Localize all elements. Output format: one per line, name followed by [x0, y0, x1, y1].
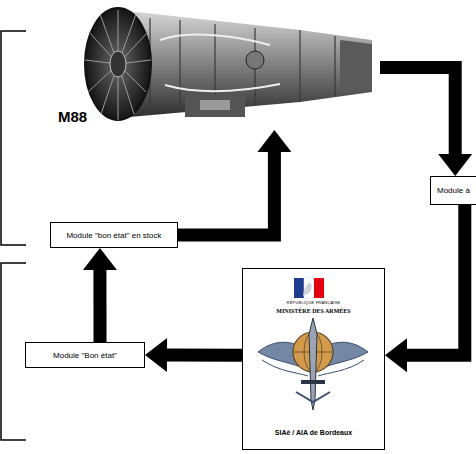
arrow-shaft — [406, 205, 465, 355]
process-box: Module "bon état" en stock — [50, 222, 178, 248]
arrow-shaft — [93, 269, 106, 342]
flow-arrow — [380, 68, 472, 176]
arrow-head — [145, 338, 167, 372]
agency-label: SIAé / AIA de Bordeaux — [243, 429, 384, 436]
box-label: Module à — [437, 186, 470, 195]
arrow-shaft — [166, 349, 242, 362]
engine-name: M88 — [58, 108, 118, 125]
logo-box: RÉPUBLIQUE FRANÇAISE MINISTÈRE DES ARMÉES… — [242, 268, 385, 450]
box-label: Module "bon état" en stock — [66, 231, 161, 240]
flow-arrow — [83, 248, 117, 342]
siae-emblem — [258, 318, 368, 410]
engine-illustration — [85, 8, 372, 120]
arrow-shaft — [178, 151, 274, 235]
arrow-shaft — [380, 68, 455, 155]
ministry-label: MINISTÈRE DES ARMÉES — [243, 308, 384, 314]
republic-label: RÉPUBLIQUE FRANÇAISE — [243, 300, 384, 305]
ministry-logo — [294, 278, 324, 298]
flow-arrow — [385, 205, 465, 372]
arrow-head — [385, 338, 407, 372]
process-box: Module "Bon état" — [25, 342, 145, 368]
box-label: Module "Bon état" — [53, 351, 117, 360]
group-bracket — [1, 31, 26, 440]
arrow-head — [257, 130, 291, 152]
engine-node: M88 — [50, 0, 380, 130]
arrow-head — [438, 154, 472, 176]
flow-arrow — [145, 338, 242, 372]
arrow-head — [83, 248, 117, 270]
flow-arrow — [178, 130, 291, 235]
process-box: Module à — [430, 176, 476, 205]
